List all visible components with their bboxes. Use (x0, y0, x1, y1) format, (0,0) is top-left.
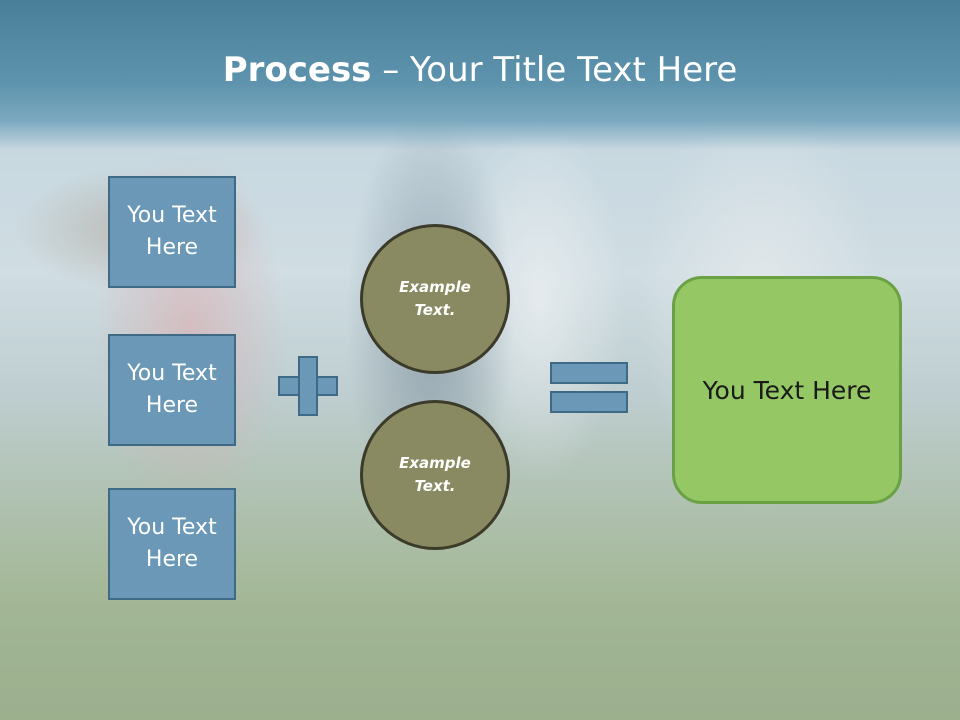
result-label: You Text Here (702, 375, 872, 405)
example-circle-1: Example Text. (360, 224, 510, 374)
input-box-1: You Text Here (108, 176, 236, 288)
input-box-label: You Text Here (127, 515, 217, 572)
example-circle-2: Example Text. (360, 400, 510, 550)
circle-label: Example Text. (399, 454, 471, 495)
input-box-3: You Text Here (108, 488, 236, 600)
title-rest: – Your Title Text Here (371, 50, 738, 90)
plus-center-fill (300, 378, 316, 394)
slide-title: Process – Your Title Text Here (0, 50, 960, 90)
equals-bottom-bar (550, 391, 628, 413)
equals-top-bar (550, 362, 628, 384)
circle-label: Example Text. (399, 278, 471, 319)
input-box-label: You Text Here (127, 361, 217, 418)
input-box-2: You Text Here (108, 334, 236, 446)
input-box-label: You Text Here (127, 203, 217, 260)
result-box: You Text Here (672, 276, 902, 504)
title-bold: Process (222, 50, 372, 90)
header-band (0, 0, 960, 150)
